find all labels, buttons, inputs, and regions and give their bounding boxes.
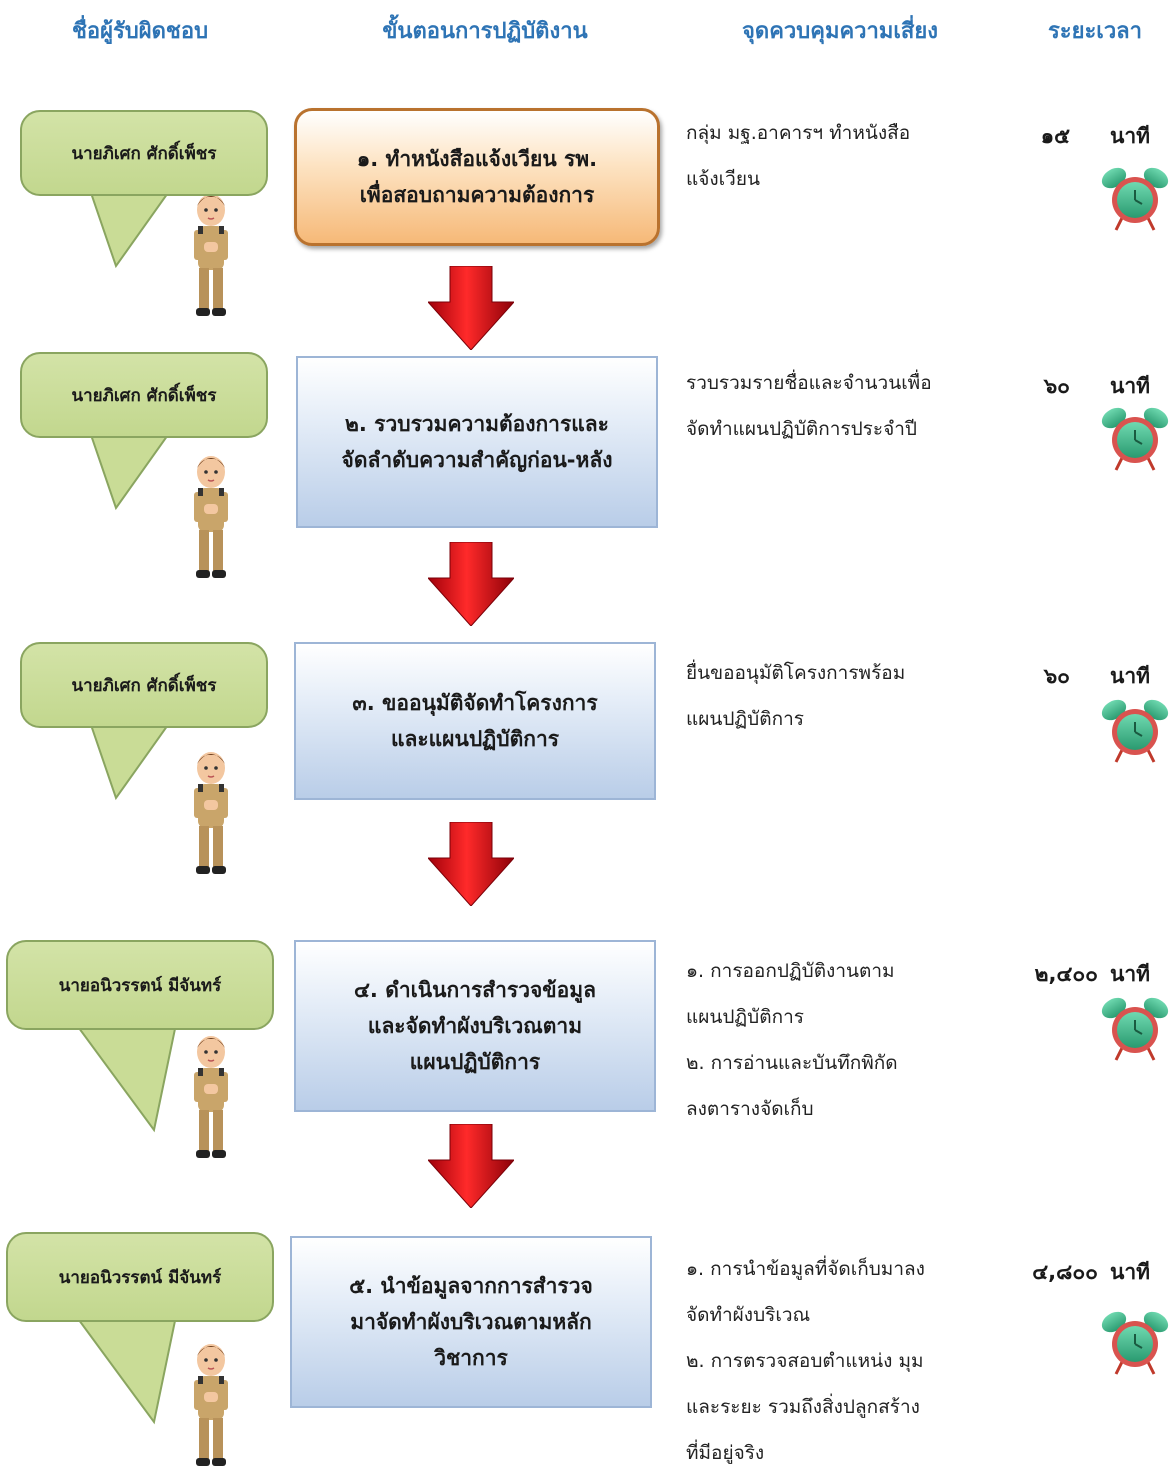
alarm-clock-icon	[1100, 162, 1170, 232]
red-down-arrow-icon	[428, 1124, 514, 1208]
control-line: แผนปฏิบัติการ	[686, 708, 804, 730]
step-box-4: ๔. ดำเนินการสำรวจข้อมูล และจัดทำผังบริเว…	[294, 940, 656, 1112]
duration-unit: นาที	[1110, 124, 1150, 148]
header-responsible: ชื่อผู้รับผิดชอบ	[71, 18, 209, 44]
control-line: ๒. การอ่านและบันทึกพิกัด	[686, 1052, 898, 1074]
step-text: ๒. รวบรวมความต้องการและ จัดลำดับความสำคั…	[341, 412, 613, 472]
header-steps: ขั้นตอนการปฏิบัติงาน	[382, 18, 588, 44]
alarm-clock-icon	[1100, 992, 1170, 1062]
duration-unit: นาที	[1110, 1260, 1150, 1284]
red-down-arrow-icon	[428, 822, 514, 906]
duration-value: ๑๕	[1040, 124, 1070, 148]
step-box-2: ๒. รวบรวมความต้องการและ จัดลำดับความสำคั…	[296, 356, 658, 528]
duration-unit: นาที	[1110, 962, 1150, 986]
control-line: รวบรวมรายชื่อและจำนวนเพื่อ	[686, 372, 932, 394]
red-down-arrow-icon	[428, 266, 514, 350]
step-box-3: ๓. ขออนุมัติจัดทำโครงการ และแผนปฏิบัติกา…	[294, 642, 656, 800]
control-point-1: กลุ่ม มฐ.อาคารฯ ทำหนังสือ แจ้งเวียน	[686, 110, 976, 202]
duration-value: ๒,๔๐๐	[1034, 962, 1098, 986]
alarm-clock-icon	[1100, 402, 1170, 472]
duration-unit: นาที	[1110, 374, 1150, 398]
responsible-name: นายอนิวรรตน์ มีจันทร์	[6, 940, 274, 1030]
alarm-clock-icon	[1100, 1306, 1170, 1376]
control-point-4: ๑. การออกปฏิบัติงานตาม แผนปฏิบัติการ ๒. …	[686, 948, 976, 1132]
control-line: ๑. การออกปฏิบัติงานตาม	[686, 960, 895, 982]
control-line: แจ้งเวียน	[686, 168, 760, 190]
duration-value: ๖๐	[1043, 374, 1070, 398]
control-point-3: ยื่นขออนุมัติโครงการพร้อม แผนปฏิบัติการ	[686, 650, 976, 742]
control-line: แผนปฏิบัติการ	[686, 1006, 804, 1028]
duration-value: ๖๐	[1043, 664, 1070, 688]
header-control: จุดควบคุมความเสี่ยง	[742, 18, 938, 44]
responsible-name: นายอนิวรรตน์ มีจันทร์	[6, 1232, 274, 1322]
step-text: ๕. นำข้อมูลจากการสำรวจ มาจัดทำผังบริเวณต…	[349, 1274, 593, 1370]
responsible-name: นายภิเศก ศักดิ์เพ็ชร	[20, 642, 268, 728]
control-line: ลงตารางจัดเก็บ	[686, 1098, 814, 1120]
duration-value: ๔,๘๐๐	[1032, 1260, 1098, 1284]
step-text: ๔. ดำเนินการสำรวจข้อมูล และจัดทำผังบริเว…	[354, 978, 596, 1074]
control-line: กลุ่ม มฐ.อาคารฯ ทำหนังสือ	[686, 122, 911, 144]
step-text: ๑. ทำหนังสือแจ้งเวียน รพ. เพื่อสอบถามควา…	[356, 147, 598, 207]
control-line: และระยะ รวมถึงสิ่งปลูกสร้าง	[686, 1396, 920, 1418]
control-line: ๑. การนำข้อมูลที่จัดเก็บมาลง	[686, 1258, 925, 1280]
red-down-arrow-icon	[428, 542, 514, 626]
step-box-5: ๕. นำข้อมูลจากการสำรวจ มาจัดทำผังบริเวณต…	[290, 1236, 652, 1408]
duration-unit: นาที	[1110, 664, 1150, 688]
control-line: จัดทำผังบริเวณ	[686, 1304, 811, 1326]
step-text: ๓. ขออนุมัติจัดทำโครงการ และแผนปฏิบัติกา…	[352, 691, 598, 751]
control-line: ยื่นขออนุมัติโครงการพร้อม	[686, 662, 906, 684]
header-time: ระยะเวลา	[1047, 18, 1143, 44]
step-box-1: ๑. ทำหนังสือแจ้งเวียน รพ. เพื่อสอบถามควา…	[294, 108, 660, 246]
control-point-2: รวบรวมรายชื่อและจำนวนเพื่อ จัดทำแผนปฏิบั…	[686, 360, 976, 452]
control-point-5: ๑. การนำข้อมูลที่จัดเก็บมาลง จัดทำผังบริ…	[686, 1246, 976, 1476]
control-line: ที่มีอยู่จริง	[686, 1442, 765, 1464]
control-line: ๒. การตรวจสอบตำแหน่ง มุม	[686, 1350, 924, 1372]
control-line: จัดทำแผนปฏิบัติการประจำปี	[686, 418, 917, 440]
alarm-clock-icon	[1100, 694, 1170, 764]
responsible-name: นายภิเศก ศักดิ์เพ็ชร	[20, 110, 268, 196]
responsible-name: นายภิเศก ศักดิ์เพ็ชร	[20, 352, 268, 438]
